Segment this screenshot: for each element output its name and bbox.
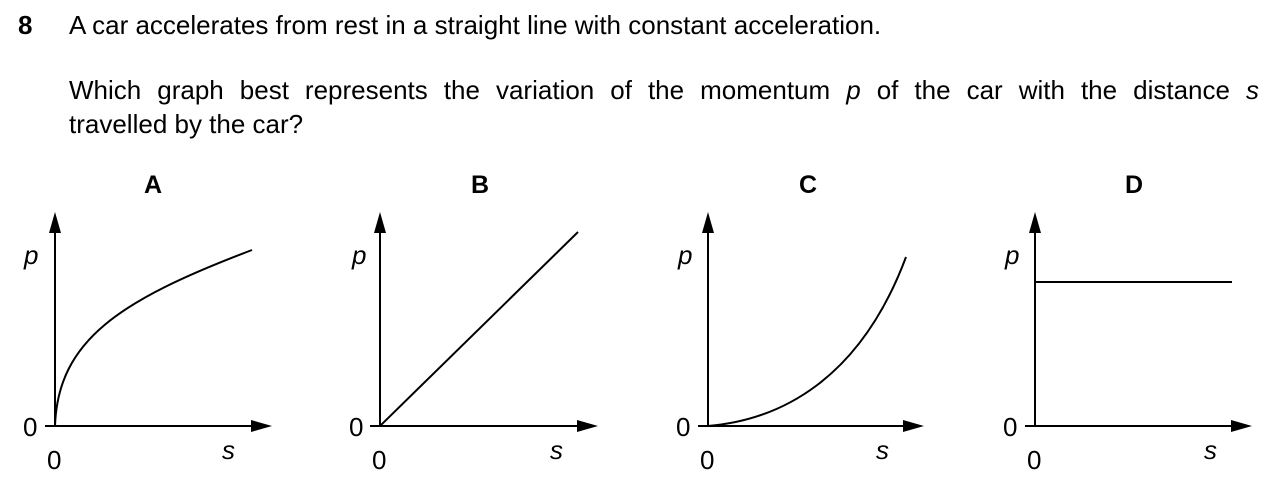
graph-d[interactable]: p s 0 0 — [1003, 212, 1252, 475]
graph-b-line — [379, 231, 579, 427]
graph-a-curve — [54, 249, 253, 427]
option-d-label[interactable]: D — [1124, 171, 1144, 199]
distance-symbol: s — [1246, 75, 1259, 105]
graph-a-y-origin: 0 — [23, 412, 37, 442]
question-number: 8 — [18, 10, 33, 40]
question-text-line-3: travelled by the car? — [69, 109, 304, 139]
graph-c-y-origin: 0 — [676, 412, 690, 442]
graph-a-x-origin: 0 — [47, 445, 61, 475]
question-text-part-1: Which graph best represents the variatio… — [69, 75, 831, 105]
question-text-part-2: of the car with the distance — [876, 75, 1230, 105]
graph-a-x-arrow — [251, 420, 272, 432]
graph-a[interactable]: p s 0 0 — [23, 212, 272, 475]
question-text-line-2: Which graph best represents the variatio… — [69, 73, 1259, 107]
graph-a-y-arrow — [49, 212, 61, 233]
graph-d-x-label: s — [1204, 435, 1217, 465]
momentum-symbol: p — [846, 75, 861, 105]
option-c-label[interactable]: C — [798, 171, 818, 199]
graph-c-x-arrow — [903, 420, 924, 432]
graph-d-y-label: p — [1004, 240, 1019, 270]
graph-c-curve — [707, 256, 907, 427]
graph-d-y-arrow — [1029, 212, 1041, 233]
graph-d-x-arrow — [1231, 420, 1252, 432]
graph-a-x-label: s — [222, 435, 235, 465]
question-text-line-1: A car accelerates from rest in a straigh… — [69, 10, 882, 40]
option-b-label[interactable]: B — [470, 171, 490, 199]
graph-b-y-origin: 0 — [349, 412, 363, 442]
graph-c-x-origin: 0 — [700, 445, 714, 475]
graph-a-y-label: p — [23, 240, 38, 270]
graph-b-x-origin: 0 — [372, 445, 386, 475]
graph-c-x-label: s — [876, 435, 889, 465]
graph-b-x-arrow — [577, 420, 598, 432]
graph-d-x-origin: 0 — [1027, 445, 1041, 475]
graph-d-y-origin: 0 — [1003, 412, 1017, 442]
option-a-label[interactable]: A — [143, 171, 163, 199]
graph-c-y-label: p — [677, 240, 692, 270]
graph-b-y-arrow — [374, 212, 386, 233]
graph-b-y-label: p — [351, 240, 366, 270]
graph-b[interactable]: p s 0 0 — [349, 212, 598, 475]
graph-c-y-arrow — [702, 212, 714, 233]
graph-b-x-label: s — [550, 435, 563, 465]
graph-c[interactable]: p s 0 0 — [676, 212, 924, 475]
